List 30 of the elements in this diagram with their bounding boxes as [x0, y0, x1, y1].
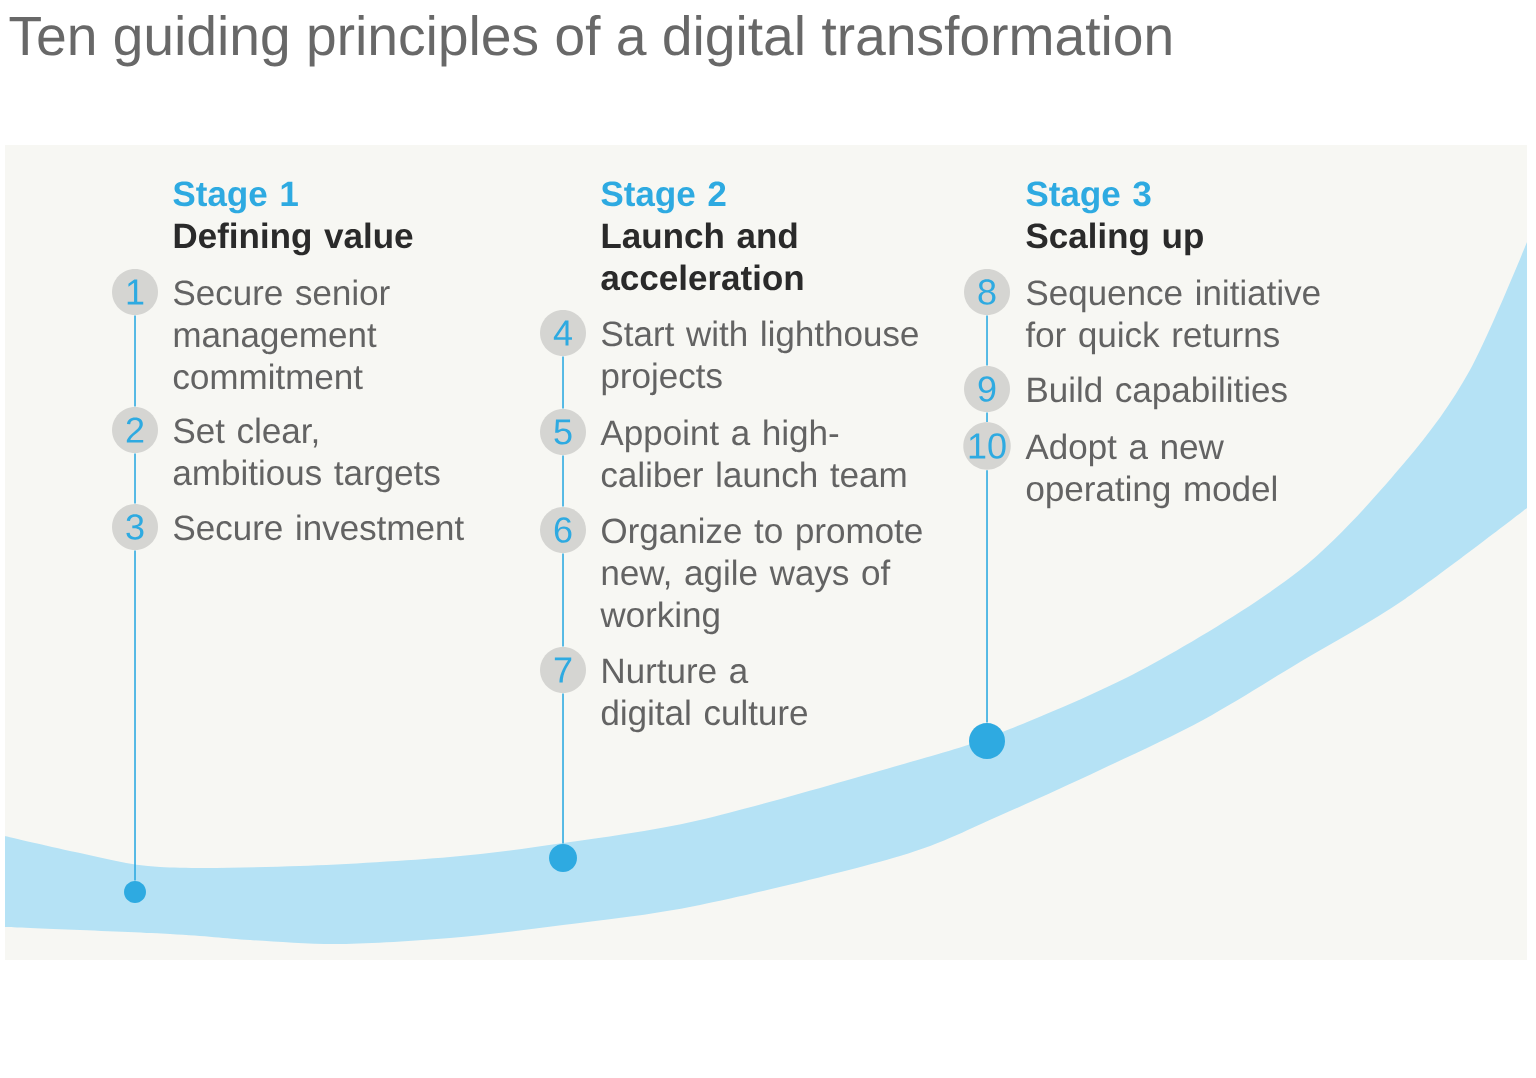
connector-line: [562, 355, 564, 410]
connector-line: [134, 549, 136, 882]
principle-text: Secure senior management commitment: [173, 279, 390, 390]
connector-line: [986, 411, 988, 423]
connector-line: [562, 692, 564, 845]
principle-text: Secure investment: [174, 514, 464, 541]
stage-label: Stage 2: [601, 181, 726, 214]
connector-line: [986, 469, 988, 724]
connector-line: [134, 314, 136, 408]
dot-marker: [969, 723, 1005, 759]
principle-text: Organize to promote new, agile ways of working: [600, 517, 922, 635]
connector-line: [562, 552, 564, 648]
stage-label: Stage 1: [173, 181, 298, 214]
dot-marker: [124, 881, 146, 903]
principle-text: Adopt a new operating model: [1025, 433, 1276, 509]
connector-line: [986, 314, 988, 367]
principle-text: Set clear, ambitious targets: [173, 417, 440, 493]
principle-text: Sequence initiative for quick returns: [1025, 279, 1320, 355]
connector-line: [562, 454, 564, 508]
title: Ten guiding principles of a digital transformation: [9, 15, 1171, 67]
principle-text: Start with lighthouse projects: [602, 320, 918, 396]
stage-heading: Defining value: [174, 222, 413, 256]
dot-marker: [549, 844, 577, 872]
principle-text: Build capabilities: [1028, 376, 1287, 410]
principle-text: Nurture a digital culture: [601, 658, 807, 733]
connector-line: [134, 452, 136, 505]
stage-heading: Launch and acceleration: [601, 222, 803, 291]
stage-label: Stage 3: [1026, 181, 1151, 214]
principle-text: Appoint a high-caliber launch team: [600, 419, 906, 488]
stage-heading: Scaling up: [1026, 222, 1203, 256]
